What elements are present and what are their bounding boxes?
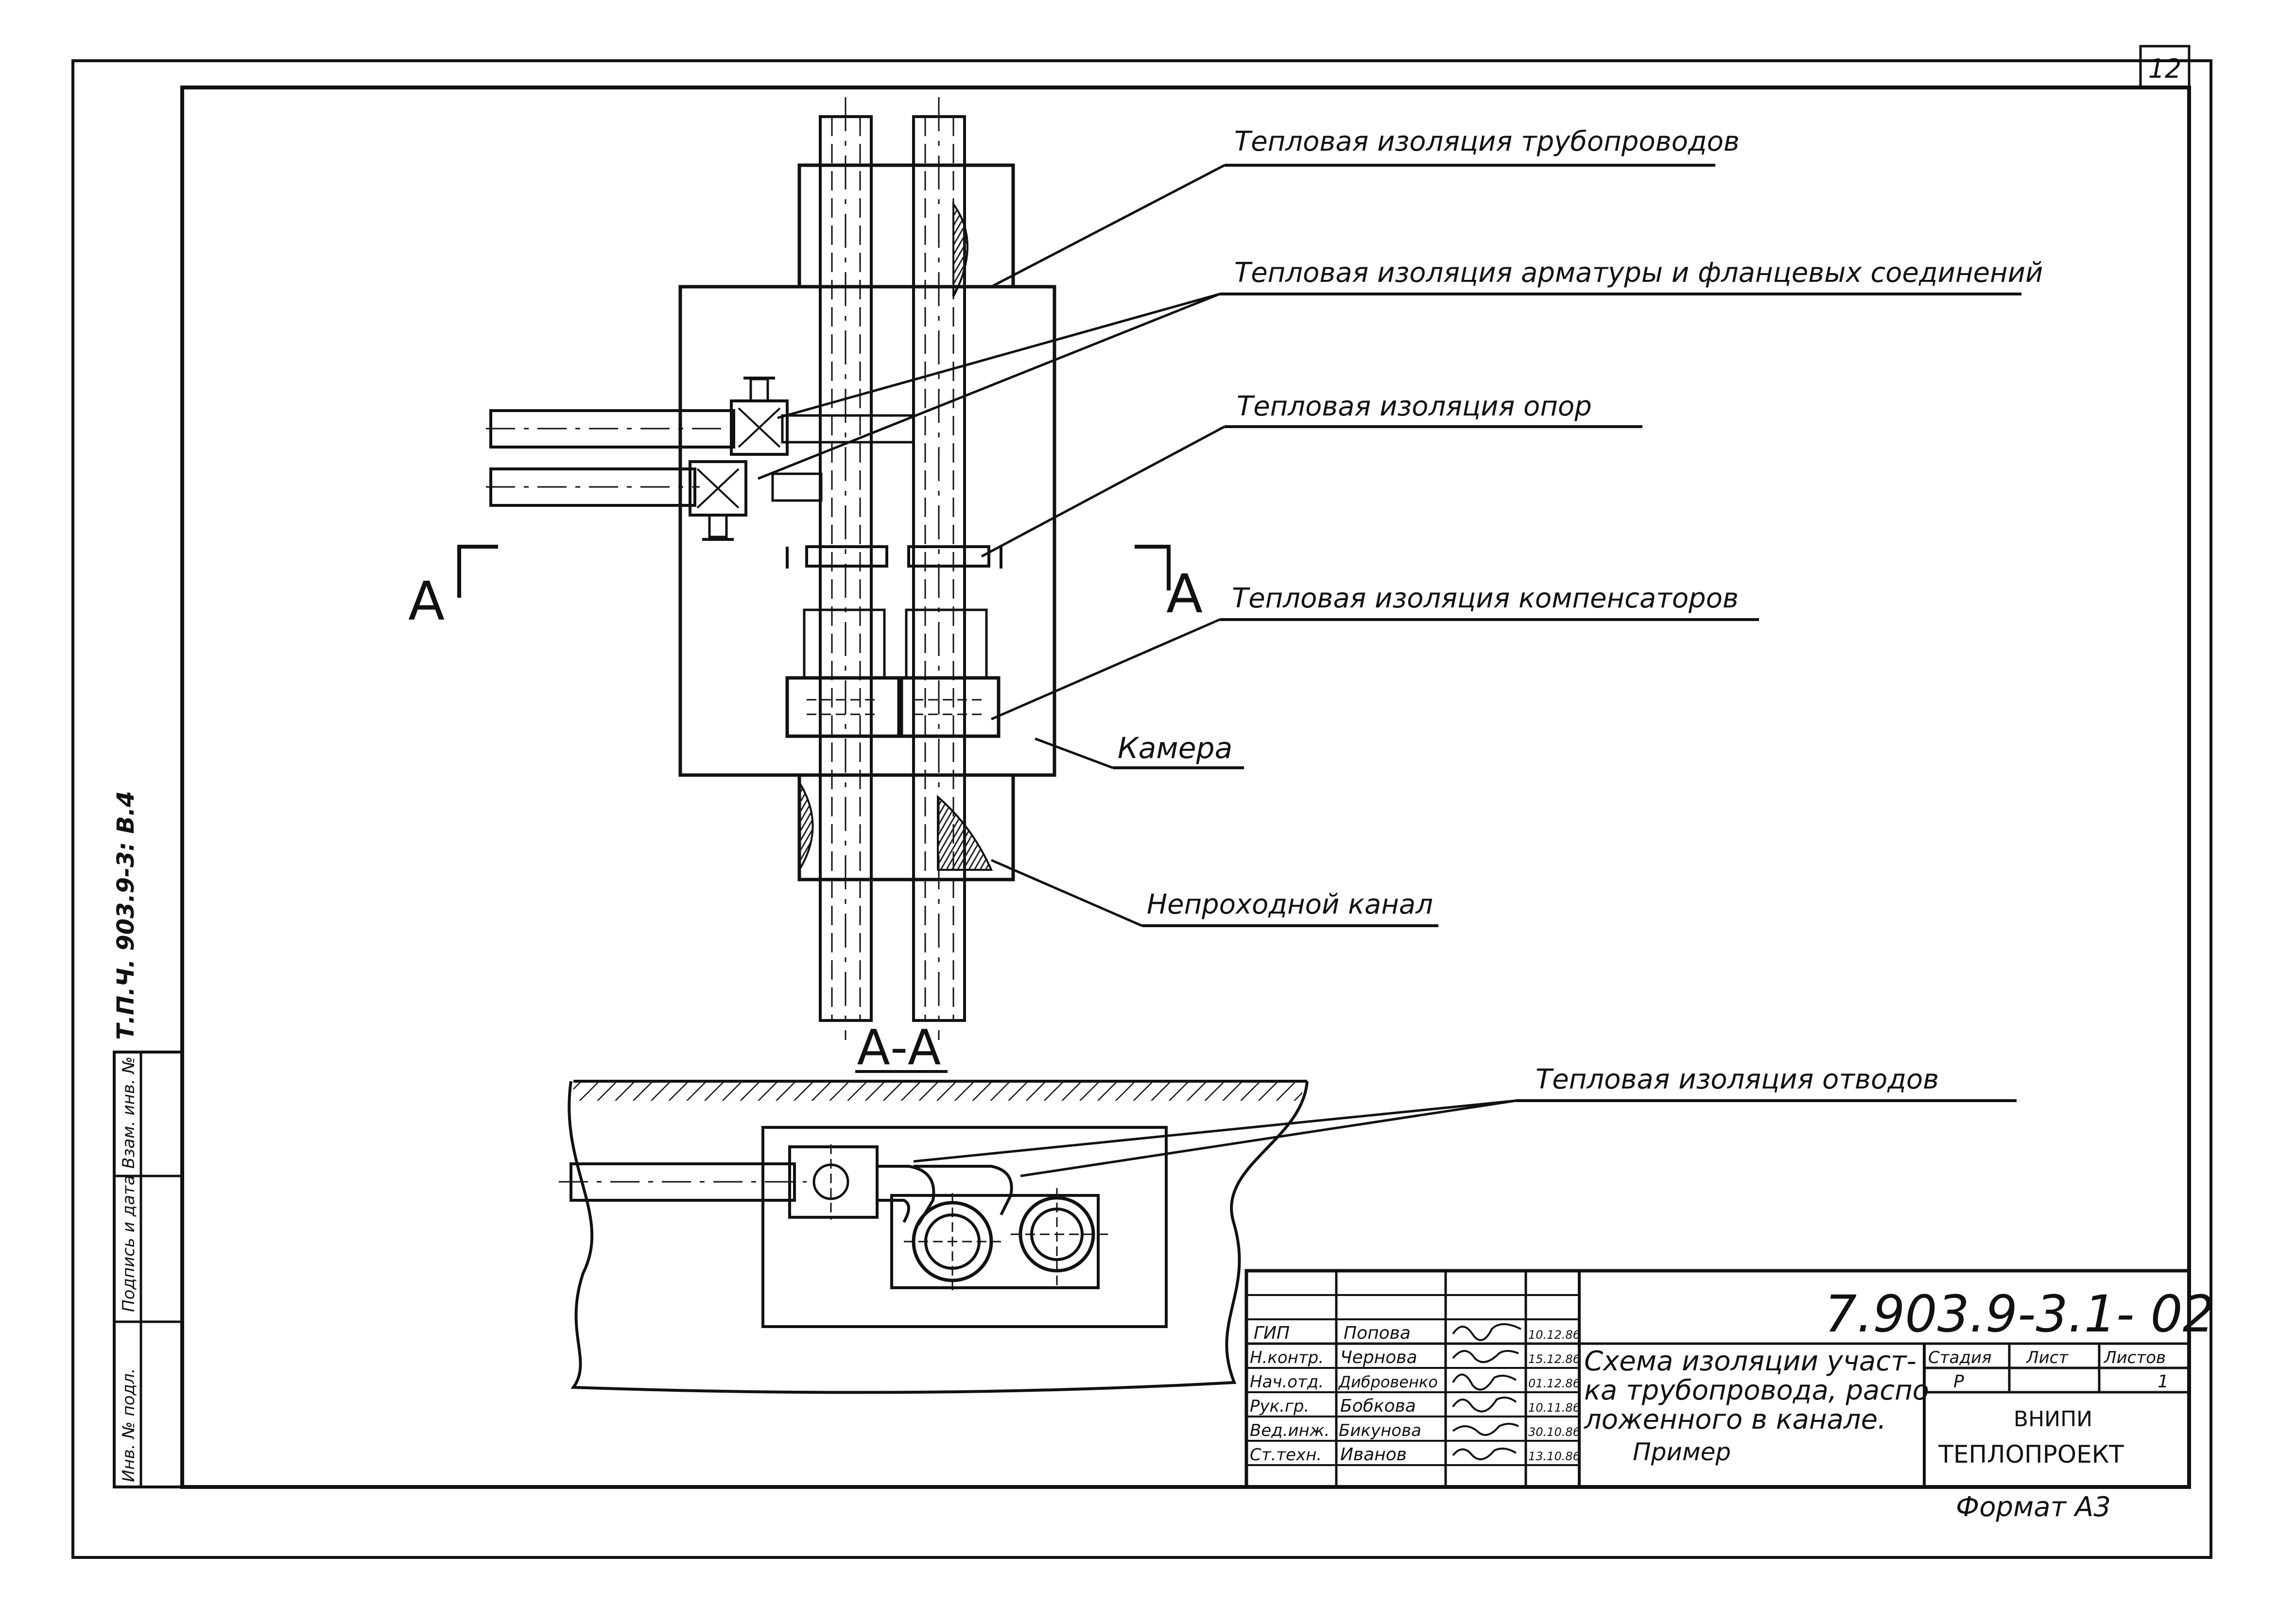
valve-lower [689,460,747,541]
callouts: Тепловая изоляция трубопроводов Тепловая… [758,126,2043,1177]
signature-marks [1452,1323,1521,1460]
sig-date-3: 10.11.86 [1528,1401,1580,1415]
callout-pipe-insulation: Тепловая изоляция трубопроводов [1234,126,1740,157]
sig-date-5: 13.10.86 [1528,1450,1580,1463]
callout-chamber: Камера [1118,731,1232,765]
section-mark-left: А [408,570,445,632]
callout-compensator-insulation: Тепловая изоляция компенсаторов [1232,583,1739,614]
sig-date-1: 15.12.86 [1528,1352,1580,1366]
sig-role-2: Нач.отд. [1250,1372,1324,1392]
sig-date-4: 30.10.86 [1528,1425,1580,1439]
section-title: А-А [857,1019,941,1076]
callout-fitting-insulation: Тепловая изоляция арматуры и фланцевых с… [1234,257,2043,289]
sig-name-1: Чернова [1340,1348,1417,1367]
format-label: Формат А3 [1956,1491,2111,1523]
page-number-box [2139,45,2191,89]
sig-name-3: Бобкова [1340,1396,1416,1416]
title-subtitle: Пример [1633,1438,1731,1466]
sig-name-2: Дибровенко [1338,1373,1438,1391]
page-number: 12 [2148,53,2182,84]
title-line-2: ка трубопровода, распо- [1584,1375,1939,1406]
org-line-1: ВНИПИ [2014,1407,2092,1432]
sig-date-2: 01.12.86 [1528,1377,1580,1390]
stage-value: Р [1953,1372,1964,1392]
compensators [785,608,1001,738]
side-col-1: Инв. № подл. [119,1368,138,1482]
sig-role-4: Вед.инж. [1250,1421,1329,1440]
supports [786,545,1002,569]
side-col-2: Подпись и дата [119,1175,138,1312]
channel-upper [797,163,1015,289]
sheets-header: Листов [2103,1348,2166,1367]
sig-role-5: Ст.техн. [1250,1445,1322,1465]
sig-name-0: Попова [1344,1323,1411,1343]
doc-code: 7.903.9-3.1- 02 [1825,1284,2215,1344]
section-mark-right: А [1166,563,1203,625]
sig-date-0: 10.12.86 [1528,1328,1580,1342]
callout-bend-insulation: Тепловая изоляция отводов [1536,1064,1939,1095]
title-line-1: Схема изоляции участ- [1584,1346,1916,1377]
plan-view: А А [408,97,1203,1040]
sig-name-4: Бикунова [1339,1421,1421,1440]
sig-role-0: ГИП [1254,1323,1290,1343]
org-line-2: ТЕПЛОПРОЕКТ [1938,1440,2124,1469]
sheets-value: 1 [2158,1372,2169,1392]
stage-header: Стадия [1928,1348,1991,1367]
valve-upper [730,377,789,456]
callout-support-insulation: Тепловая изоляция опор [1237,391,1592,422]
title-block: ГИП Попова 10.12.86 Н.контр. Чернова 15.… [1244,1269,2215,1489]
callout-channel: Непроходной канал [1147,889,1433,920]
side-stamp-code: Т.П.Ч. 903.9-3: В.4 [112,791,139,1040]
section-aa: А-А [559,1019,1309,1394]
inner-frame [180,86,2191,1489]
sheet-header: Лист [2025,1348,2069,1367]
side-col-3: Взам. инв. № [119,1056,138,1169]
side-stamp: Инв. № подл. Подпись и дата Взам. инв. №… [112,791,184,1488]
outer-border [71,59,2212,1559]
sig-role-3: Рук.гр. [1250,1397,1309,1416]
sig-name-5: Иванов [1340,1445,1407,1465]
sig-role-1: Н.контр. [1250,1348,1324,1367]
title-line-3: ложенного в канале. [1584,1404,1886,1435]
